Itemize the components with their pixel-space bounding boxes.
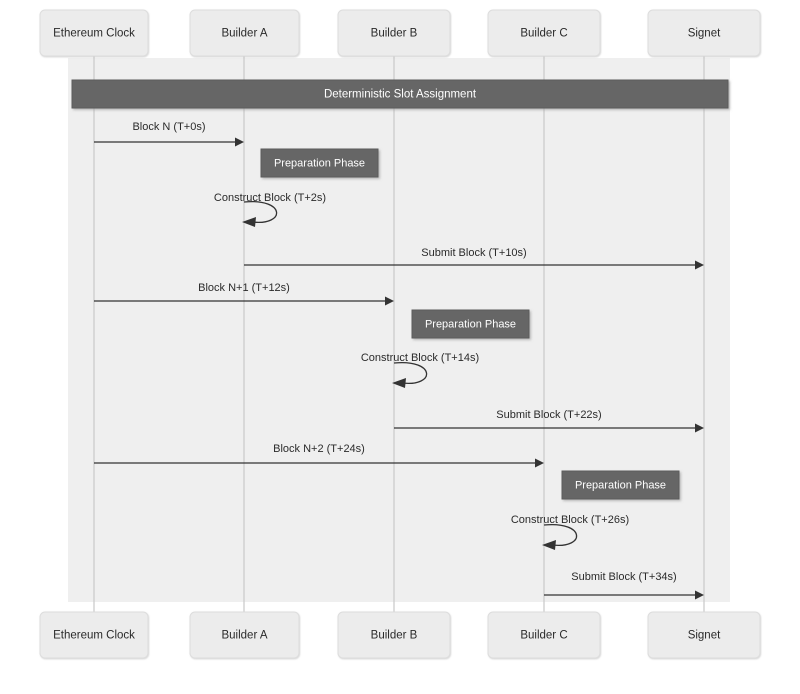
participant-box[interactable] [337,9,451,57]
message-m4: Block N+1 (T+12s) [94,282,394,306]
participant-bottom-signet[interactable]: Signet [647,611,761,659]
arrow-head [695,590,704,600]
participant-label: Ethereum Clock [53,630,135,642]
message-m7: Block N+2 (T+24s) [94,443,544,468]
participant-box[interactable] [39,9,149,57]
note-rect [561,470,680,500]
participant-box[interactable] [647,9,761,57]
message-label: Construct Block (T+14s) [361,352,479,364]
arrow-head [535,458,544,468]
participant-box[interactable] [337,611,451,659]
diagram-background-panel [68,58,730,602]
participant-top-builderC[interactable]: Builder C [487,9,601,57]
note-rect [411,309,530,339]
participant-box[interactable] [487,611,601,659]
message-m9: Submit Block (T+34s) [544,571,704,600]
participant-top-builderA[interactable]: Builder A [189,9,300,57]
note-label: Preparation Phase [425,318,516,330]
participant-top-clock[interactable]: Ethereum Clock [39,9,149,57]
participant-bottom-clock[interactable]: Ethereum Clock [39,611,149,659]
self-loop-path [243,201,278,223]
lifelines [93,56,705,612]
arrow-head [385,296,394,306]
participant-box[interactable] [189,9,300,57]
participant-top-builderB[interactable]: Builder B [337,9,451,57]
message-label: Submit Block (T+22s) [496,409,601,421]
participant-bottom-builderA[interactable]: Builder A [189,611,300,659]
message-label: Construct Block (T+26s) [511,514,629,526]
participant-label: Builder C [520,630,567,642]
note-rect [260,148,379,178]
message-label: Submit Block (T+10s) [421,247,526,259]
message-m1: Block N (T+0s) [94,121,244,147]
participant-label: Ethereum Clock [53,28,135,40]
message-label: Construct Block (T+2s) [214,192,326,204]
participant-box[interactable] [647,611,761,659]
self-loop-path [543,524,578,546]
arrow-head [392,378,406,388]
banner-label: Deterministic Slot Assignment [324,89,477,101]
arrow-head [242,217,256,227]
message-m6: Submit Block (T+22s) [394,409,704,433]
participant-bottom-builderB[interactable]: Builder B [337,611,451,659]
message-label: Block N+1 (T+12s) [198,282,290,294]
banner-rect [71,79,729,109]
message-m2: Construct Block (T+2s) [214,192,326,227]
self-loop-path [393,362,428,384]
note-n2: Preparation Phase [411,309,530,339]
participant-label: Builder C [520,28,567,40]
message-m3: Submit Block (T+10s) [244,247,704,270]
message-label: Block N+2 (T+24s) [273,443,365,455]
participant-box[interactable] [39,611,149,659]
slot-assignment-banner: Deterministic Slot Assignment [71,79,729,109]
participant-label: Signet [688,630,721,642]
arrow-head [542,540,556,550]
message-label: Block N (T+0s) [132,121,205,133]
participant-label: Builder A [221,630,267,642]
note-label: Preparation Phase [274,157,365,169]
participant-label: Builder A [221,28,267,40]
note-label: Preparation Phase [575,479,666,491]
messages: Block N (T+0s) Construct Block (T+2s) Subm… [94,121,704,600]
participant-label: Builder B [371,28,418,40]
participant-box[interactable] [487,9,601,57]
message-m8: Construct Block (T+26s) [511,514,629,550]
arrow-head [695,423,704,433]
participant-label: Builder B [371,630,418,642]
participant-box[interactable] [189,611,300,659]
participant-top-signet[interactable]: Signet [647,9,761,57]
message-label: Submit Block (T+34s) [571,571,676,583]
participant-label: Signet [688,28,721,40]
arrow-head [235,137,244,147]
arrow-head [695,260,704,270]
participant-bottom-builderC[interactable]: Builder C [487,611,601,659]
message-m5: Construct Block (T+14s) [361,352,479,388]
note-n3: Preparation Phase [561,470,680,500]
note-n1: Preparation Phase [260,148,379,178]
